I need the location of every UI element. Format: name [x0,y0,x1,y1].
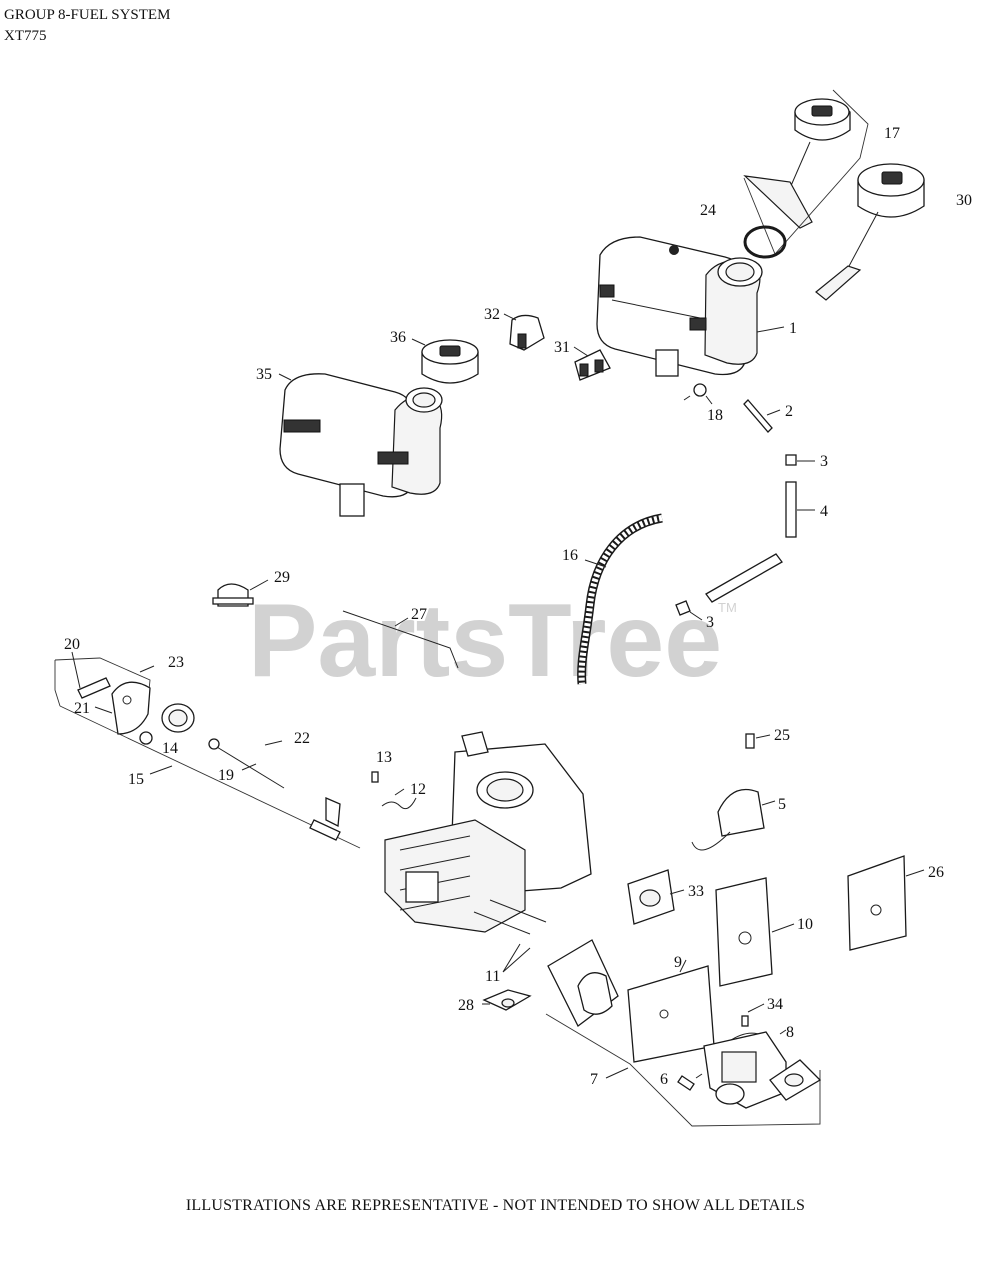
part-bracket-assembly[interactable] [309,797,341,841]
part-25-screw[interactable] [745,733,755,749]
callout-3b: 3 [706,614,714,631]
callout-34: 34 [767,996,783,1013]
part-5-fuel-pump[interactable] [691,788,765,851]
callout-10: 10 [797,916,813,933]
callout-32: 32 [484,306,500,323]
part-1-fuel-tank[interactable] [596,236,763,377]
part-20-bracket[interactable] [77,677,111,699]
part-27-rod[interactable] [342,610,459,669]
watermark-trademark: TM [718,600,737,615]
part-11-push-rods[interactable] [473,899,547,935]
part-gasket[interactable] [547,939,619,1027]
callout-13: 13 [376,749,392,766]
callout-36: 36 [390,329,406,346]
callout-15: 15 [128,771,144,788]
callout-11: 11 [485,968,500,985]
callout-16: 16 [562,547,578,564]
callout-17: 17 [884,125,900,142]
part-26-gasket-plate[interactable] [847,855,907,951]
callout-23: 23 [168,654,184,671]
parts-tree-watermark: PartsTree TM [248,583,737,699]
callout-7: 7 [590,1071,598,1088]
callout-labels: 17 30 24 1 32 31 36 35 18 2 3 4 16 29 27… [64,125,972,1088]
watermark-text: PartsTree [248,583,722,699]
part-21-gasket[interactable] [122,695,132,705]
callout-20: 20 [64,636,80,653]
part-14-knob[interactable] [139,731,153,745]
part-28-gasket[interactable] [482,989,532,1011]
part-29-fuel-valve[interactable] [212,583,254,607]
callout-29: 29 [274,569,290,586]
callout-1: 1 [789,320,797,337]
part-12-spring[interactable] [381,797,417,810]
part-16-vent-hose[interactable] [577,513,663,685]
part-governor-assembly[interactable] [161,703,195,733]
part-gasket-small[interactable] [769,1059,822,1101]
callout-27: 27 [411,606,427,623]
callout-14: 14 [162,740,178,757]
callout-30: 30 [956,192,972,209]
callout-21: 21 [74,700,90,717]
disclaimer-footer: ILLUSTRATIONS ARE REPRESENTATIVE - NOT I… [185,1197,806,1214]
diagram-group-title: GROUP 8-FUEL SYSTEM [4,7,171,23]
callout-31: 31 [554,339,570,356]
part-23-plate[interactable] [111,681,151,735]
callout-4: 4 [820,503,828,520]
part-32-tank-bracket[interactable] [509,314,545,351]
callout-24: 24 [700,202,716,219]
part-36-fuel-cap[interactable] [421,339,479,384]
part-13-screw[interactable] [371,771,379,783]
callout-18: 18 [707,407,723,424]
part-33-spacer[interactable] [627,869,675,925]
engine-block[interactable] [384,731,592,933]
part-35-fuel-tank[interactable] [279,373,443,517]
callout-26: 26 [928,864,944,881]
part-2-fuel-shutoff[interactable] [743,399,773,433]
part-9-gasket-plate[interactable] [627,965,715,1063]
callout-33: 33 [688,883,704,900]
part-30-fuel-cap[interactable] [815,163,925,301]
callout-12: 12 [410,781,426,798]
part-10-insulator-plate[interactable] [715,877,773,987]
part-6-fitting[interactable] [677,1075,695,1091]
callout-9: 9 [674,954,682,971]
part-24-o-ring[interactable] [743,225,787,259]
part-8-carburetor[interactable] [703,1031,787,1109]
part-31-tank-bracket[interactable] [574,349,611,381]
callout-35: 35 [256,366,272,383]
part-17-fuel-cap[interactable] [743,98,851,229]
callout-3a: 3 [820,453,828,470]
callout-25: 25 [774,727,790,744]
callout-2: 2 [785,403,793,420]
callout-6: 6 [660,1071,668,1088]
callout-19: 19 [218,767,234,784]
model-number: XT775 [4,28,47,44]
callout-8: 8 [786,1024,794,1041]
part-19-linkage-rod[interactable] [208,738,285,789]
callout-28: 28 [458,997,474,1014]
callout-5: 5 [778,796,786,813]
callout-22: 22 [294,730,310,747]
part-3-hose-clamp[interactable] [785,454,797,466]
part-3-hose-clamp-2[interactable] [675,600,691,616]
part-4-fuel-line[interactable] [705,481,797,603]
part-18-fitting[interactable] [683,383,707,401]
